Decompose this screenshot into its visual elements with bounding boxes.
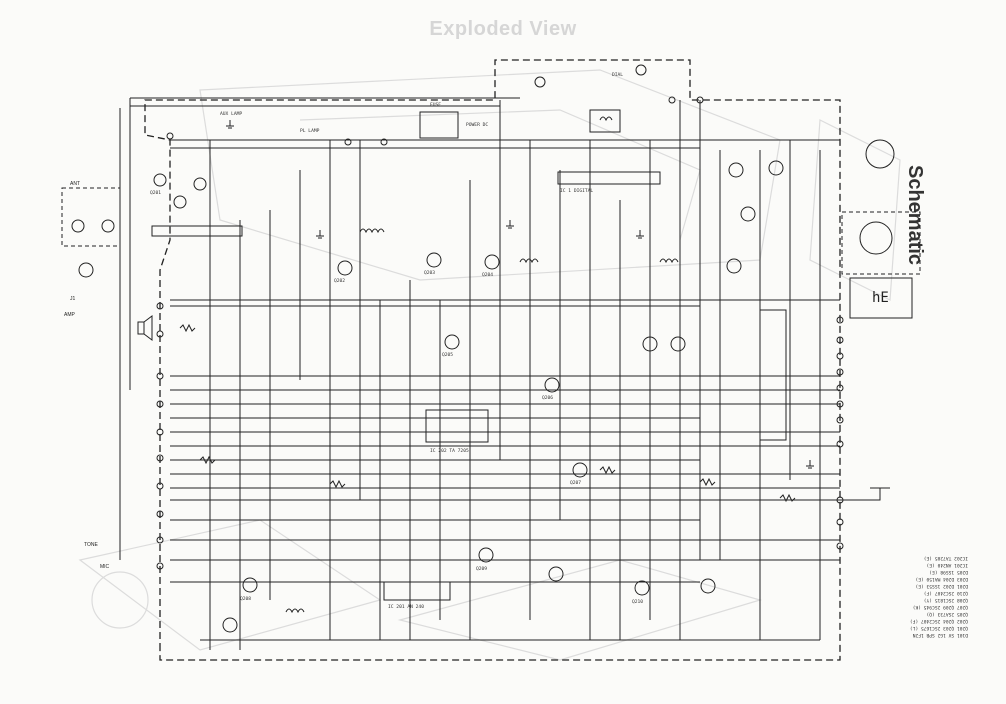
schematic-wiring [61, 59, 921, 661]
parts-list-line: IC202 TA7205 (E) [924, 555, 968, 561]
label-q203: Q203 [424, 270, 435, 276]
label-mic: MIC [100, 564, 110, 570]
parts-list-line: D205 1SS98 (E) [929, 569, 968, 575]
ghost-exploded-view [78, 69, 901, 661]
parts-list-line: Q208 2SC1815 (Y) [924, 597, 968, 603]
parts-list-line: D203 D204 MA150 (E) [915, 576, 968, 582]
label-q207: Q207 [570, 480, 581, 486]
parts-list-line: IC201 AN240 (E) [927, 562, 969, 568]
label-q205: Q205 [442, 352, 453, 358]
label-amp: AMP [64, 312, 76, 318]
label-q206: Q206 [542, 395, 553, 401]
watermark-title: Exploded View [429, 18, 577, 40]
label-j1: J1 [70, 296, 76, 302]
parts-list-line: Q207 Q209 2SC945 (K) [913, 604, 968, 610]
label-ic1: IC 1 DIGITAL [560, 188, 593, 194]
label-ic201: IC 201 AN 240 [388, 604, 424, 610]
display-readout: hE [872, 290, 889, 306]
label-pl-lamp: PL LAMP [300, 128, 320, 134]
label-tone: TONE [84, 542, 98, 548]
label-aux-lamp: AUX LAMP [220, 111, 242, 117]
label-q210: Q210 [632, 599, 643, 605]
parts-list: D101 SV 1G2 SPB 1F2N Q201 Q203 2SC1675 (… [910, 555, 968, 638]
parts-list-line: D201 D202 1SS53 (E) [915, 583, 968, 589]
parts-list-line: Q210 2SC2407 (F) [924, 590, 968, 596]
schematic-labels: J1 AMP ANT MIC TONE AUX LAMP PL LAMP POW… [64, 72, 889, 610]
label-q209: Q209 [476, 566, 487, 572]
label-ant: ANT [70, 181, 80, 187]
label-q202: Q202 [334, 278, 345, 284]
label-q204: Q204 [482, 272, 493, 278]
label-ic202: IC 202 TA 7205 [430, 448, 469, 454]
parts-list-line: Q202 Q204 2SC2407 (F) [910, 618, 968, 624]
parts-list-line: D101 SV 1G2 SPB 1F2N [912, 632, 968, 638]
label-power-dc: POWER DC [466, 122, 488, 128]
parts-list-line: Q201 Q203 2SC1675 (L) [910, 625, 968, 631]
label-fuse: FUSE [430, 102, 441, 108]
label-q201: Q201 [150, 190, 161, 196]
parts-list-line: Q205 2SA733 (Q) [927, 611, 969, 617]
label-q208: Q208 [240, 596, 251, 602]
label-dial: DIAL [612, 72, 623, 78]
